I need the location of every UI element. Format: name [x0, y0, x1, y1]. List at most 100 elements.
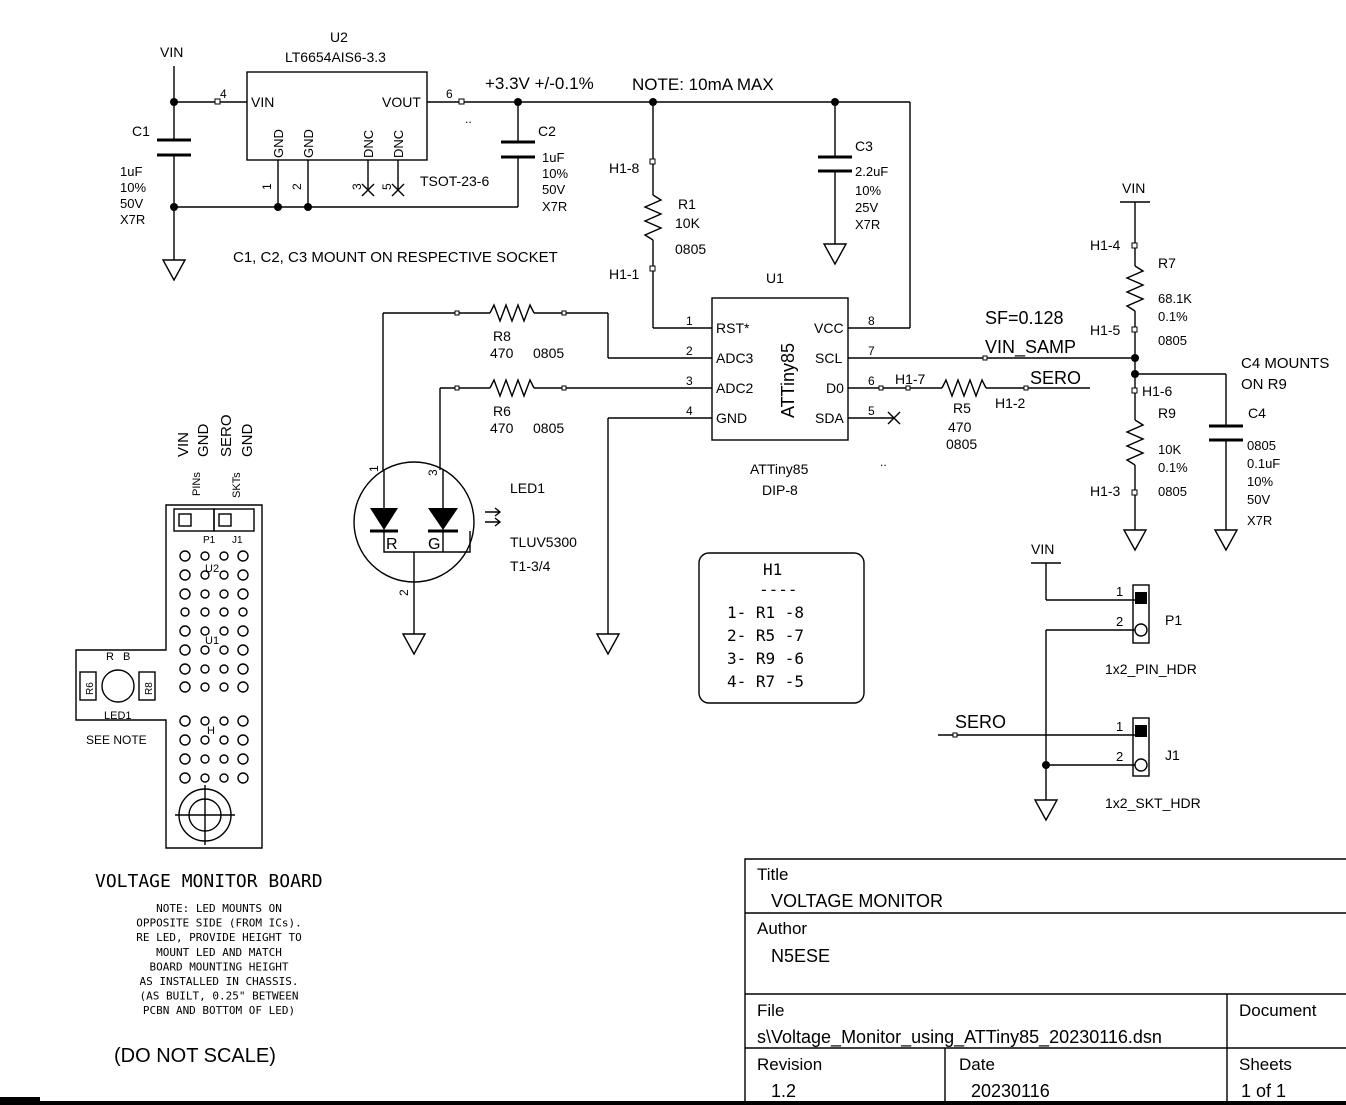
u2-pinnum-1: 1	[260, 183, 274, 190]
led1-pin1: 1	[367, 465, 381, 472]
r9-tol: 0.1%	[1158, 460, 1188, 475]
r8-value: 470	[490, 345, 514, 361]
vin-label-r7: VIN	[1122, 180, 1145, 196]
led1: R G 1 2 3 LED1 TLUV5300 T1-3/4	[353, 461, 577, 656]
board-led-b: B	[123, 651, 130, 663]
u1-pin-adc2: ADC2	[716, 380, 754, 396]
sf-label: SF=0.128	[985, 308, 1064, 328]
title-block: Title VOLTAGE MONITOR Author N5ESE File …	[744, 858, 1346, 1102]
u2-pinnum-6: 6	[446, 87, 453, 101]
u1-pinnum-2: 2	[686, 344, 693, 358]
u2-pin-dnc2: DNC	[391, 130, 406, 158]
board-see-note: SEE NOTE	[86, 733, 147, 747]
tb-title: VOLTAGE MONITOR	[771, 891, 943, 911]
tb-author: N5ESE	[771, 946, 830, 966]
vin-label-top: VIN	[160, 44, 183, 60]
c2-capacitor: C2 1uF 10% 50V X7R	[501, 98, 568, 214]
r5-ref: R5	[953, 400, 971, 416]
board-led1: LED1	[104, 710, 132, 722]
rail-note: NOTE: 10mA MAX	[632, 75, 774, 94]
u1-pinnum-8: 8	[868, 314, 875, 328]
p1-pin2: 2	[1116, 614, 1123, 629]
u2-pinnum-2: 2	[290, 183, 304, 190]
p1-connector: VIN 1 2 P1 1x2_PIN_HDR	[1031, 541, 1197, 800]
r5-resistor: H1-7 H1-2 R5 470 0805 SERO	[848, 368, 1090, 452]
board-u1: U1	[205, 635, 219, 647]
u2-pin-gnd1: GND	[271, 129, 286, 158]
u2-package: TSOT-23-6	[420, 173, 489, 189]
r5-h-right: H1-2	[995, 395, 1026, 411]
board-r8: R8	[144, 682, 155, 695]
board-pad	[237, 625, 249, 637]
corner-mark	[0, 1097, 40, 1105]
r6-ref: R6	[493, 403, 511, 419]
board-pad	[237, 715, 249, 727]
c1-value: 1uF	[120, 164, 142, 179]
board-pad	[179, 663, 191, 675]
c2-ref: C2	[538, 123, 556, 139]
r1-ref: R1	[678, 196, 696, 212]
board-pad	[179, 644, 191, 656]
r1-h-top: H1-8	[609, 160, 640, 176]
h1-row: 1- R1 -8	[727, 603, 804, 622]
u1-pinnum-3: 3	[686, 374, 693, 388]
board-note: NOTE: LED MOUNTS ON OPPOSITE SIDE (FROM I…	[136, 902, 302, 1017]
board-j1: J1	[232, 535, 243, 546]
j1-pin2: 2	[1116, 749, 1123, 764]
board-pad	[200, 645, 210, 655]
r7-h-top: H1-4	[1090, 237, 1121, 253]
c3-dielectric: X7R	[855, 217, 880, 232]
tb-title-label: Title	[757, 865, 789, 884]
u2-part: LT6654AIS6-3.3	[285, 49, 386, 65]
board-pad	[179, 588, 191, 600]
u1-pinnum-1: 1	[686, 314, 693, 328]
board-pad	[219, 664, 229, 674]
tb-file-label: File	[757, 1001, 784, 1020]
tb-sheets-label: Sheets	[1239, 1055, 1292, 1074]
led1-r: R	[386, 536, 398, 553]
u2-pinnum-4: 4	[220, 87, 227, 101]
led1-g: G	[428, 536, 440, 553]
p1-part: 1x2_PIN_HDR	[1105, 661, 1197, 677]
u2-dotdot: ..	[465, 112, 472, 126]
board-pad	[219, 754, 229, 764]
board-note-line: OPPOSITE SIDE (FROM ICs).	[136, 917, 302, 930]
h1-row: 4- R7 -5	[727, 672, 804, 691]
board-pad	[237, 734, 249, 746]
board-p1: P1	[203, 535, 216, 546]
sero-label: SERO	[1030, 368, 1081, 388]
board-pad	[238, 607, 248, 617]
bottom-border	[0, 1101, 1346, 1105]
board-pad	[200, 626, 210, 636]
r1-value: 10K	[675, 215, 701, 231]
board-pads	[179, 550, 249, 784]
board-pad	[219, 589, 229, 599]
r8-pkg: 0805	[533, 345, 564, 361]
tb-revision: 1.2	[771, 1081, 796, 1101]
u1-attiny85: U1 ATTiny85 RST* ADC3 ADC2 GND VCC SCL D…	[686, 270, 887, 498]
c2-volt: 50V	[542, 182, 565, 197]
board-hdr-gnd2: GND	[239, 424, 256, 458]
board-pad	[219, 607, 229, 617]
u2-pin-gnd2: GND	[301, 129, 316, 158]
c3-volt: 25V	[855, 200, 878, 215]
tb-document-label: Document	[1239, 1001, 1317, 1020]
h1-row: 3- R9 -6	[727, 649, 804, 668]
board-pad	[200, 773, 210, 783]
u1-pin-vcc: VCC	[814, 320, 844, 336]
c1-volt: 50V	[120, 196, 143, 211]
u2-pin-vout: VOUT	[382, 94, 421, 110]
board-note-line: NOTE: LED MOUNTS ON	[156, 902, 282, 915]
led1-pin2: 2	[397, 589, 411, 596]
rail-label: +3.3V +/-0.1%	[485, 74, 594, 93]
r1-pkg: 0805	[675, 241, 706, 257]
board-pad	[237, 644, 249, 656]
board-pad	[200, 664, 210, 674]
u1-pin-scl: SCL	[815, 350, 842, 366]
board-pad	[219, 716, 229, 726]
u1-package: DIP-8	[762, 482, 798, 498]
c2-dielectric: X7R	[542, 199, 567, 214]
board-pad	[179, 734, 191, 746]
c2-value: 1uF	[542, 150, 564, 165]
tb-file: s\Voltage_Monitor_using_ATTiny85_2023011…	[757, 1027, 1162, 1048]
